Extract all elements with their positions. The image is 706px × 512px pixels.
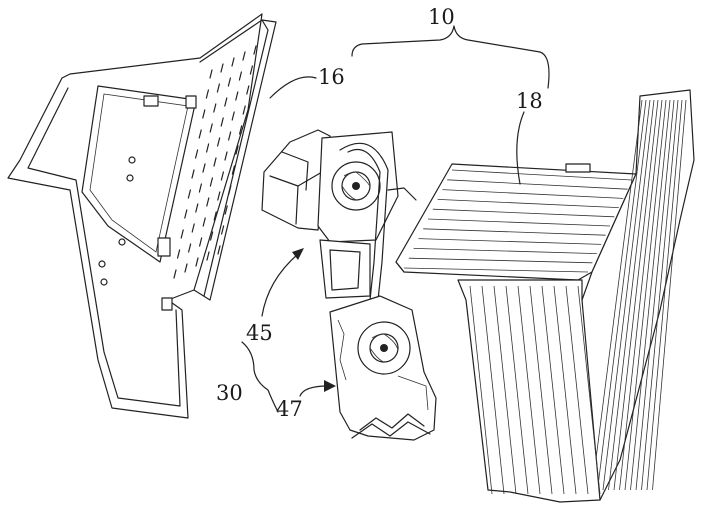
heatsink-18 [395,89,695,503]
top-fin-lines [403,169,633,273]
leader-lines [241,25,550,413]
vent-slots [173,45,257,279]
front-fin-lines [469,285,601,495]
label-18: 18 [516,89,543,113]
housing-panel-16 [7,13,277,419]
label-16: 16 [318,65,345,89]
label-45: 45 [246,321,273,345]
label-30: 30 [216,381,243,405]
fan-module-30 [261,129,437,441]
label-47: 47 [276,397,303,421]
right-fin-lines [591,99,687,491]
label-10: 10 [428,5,455,29]
